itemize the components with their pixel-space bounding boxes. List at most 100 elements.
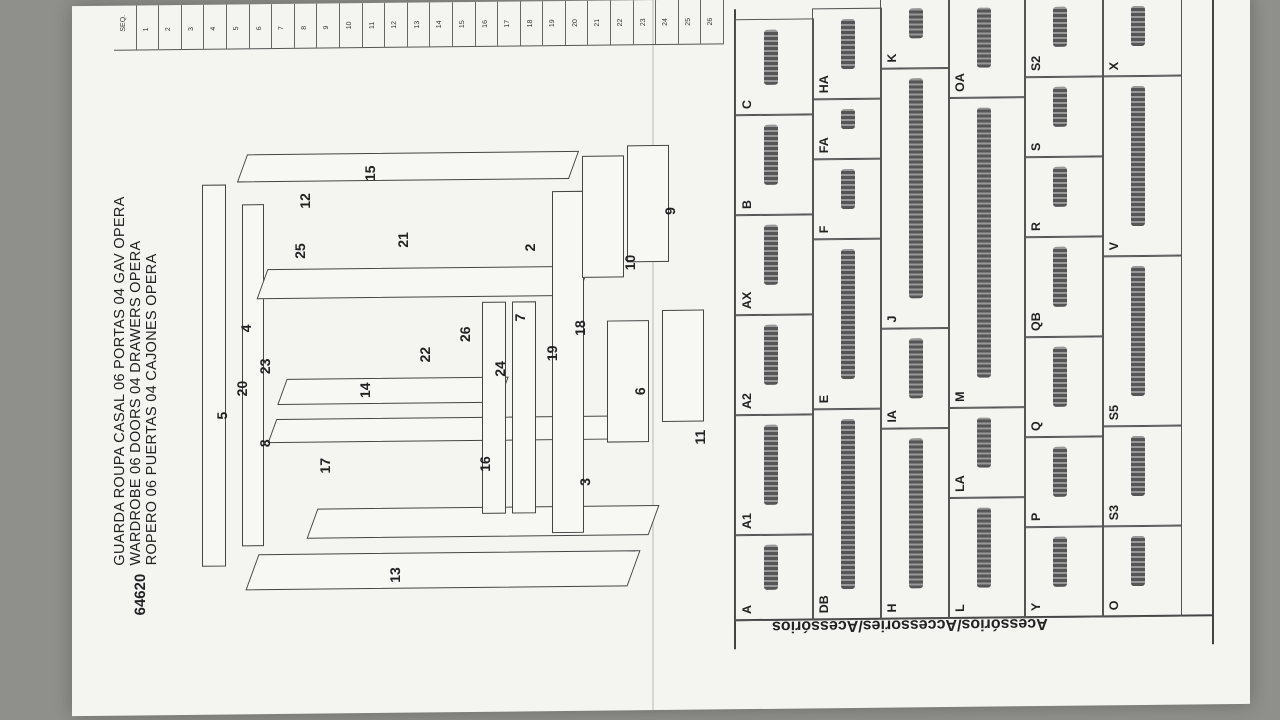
part-label-26: 26 xyxy=(457,326,473,343)
accessory-cell-ia: IA xyxy=(880,326,950,430)
accessory-label: Y xyxy=(1029,602,1043,612)
seq-number: 14 xyxy=(436,20,444,29)
accessory-label: P xyxy=(1029,512,1043,522)
accessory-label: O xyxy=(1107,600,1121,611)
accessory-cell-e: E xyxy=(812,237,882,411)
accessory-cell-p: P xyxy=(1024,435,1104,529)
hardware-icon xyxy=(841,418,855,590)
hardware-icon xyxy=(909,8,923,39)
accessory-cell-o: O xyxy=(1102,524,1182,618)
seq-cell: 13 xyxy=(407,2,431,47)
seq-cell: 20 xyxy=(565,0,589,45)
accessory-label: R xyxy=(1029,221,1043,232)
part-label-8: 8 xyxy=(257,439,273,448)
exploded-diagram: 15 12 25 21 2 10 9 4 26 7 18 22 19 24 20… xyxy=(162,129,742,605)
seq-number: 22 xyxy=(617,18,625,27)
accessory-label: B xyxy=(740,199,754,210)
part-label-5: 5 xyxy=(214,411,230,420)
title-es: ROPERO 06 PUERTAS 04 CAJONES OPERA xyxy=(144,253,160,566)
part-label-25: 25 xyxy=(292,243,308,259)
accessory-label: OA xyxy=(953,73,967,92)
drawer-9 xyxy=(627,144,669,263)
accessory-label: Q xyxy=(1029,421,1043,432)
hardware-icon xyxy=(1053,246,1067,307)
seq-number: 6 xyxy=(255,26,263,31)
seq-cell: 19 xyxy=(543,0,566,46)
part-label-15: 15 xyxy=(362,165,378,182)
accessory-cell-x: X xyxy=(1102,0,1182,78)
accessory-cell-f: F xyxy=(812,157,882,241)
hardware-icon xyxy=(764,29,778,85)
accessory-cell-s2: S2 xyxy=(1024,0,1104,79)
seq-number: 13 xyxy=(413,20,421,29)
accessory-label: M xyxy=(953,391,967,402)
accessory-cell-m: M xyxy=(948,96,1026,409)
seq-number: 21 xyxy=(594,18,602,27)
hardware-icon xyxy=(1053,346,1067,407)
hardware-icon xyxy=(1131,85,1145,227)
seq-number: 2 xyxy=(165,27,173,32)
seq-cell: 14 xyxy=(430,2,453,47)
seq-cell: 26 xyxy=(701,0,725,44)
accessory-label: HA xyxy=(817,75,831,94)
part-label-7: 7 xyxy=(512,313,528,322)
accessory-cell-a: A xyxy=(735,533,814,622)
accessories-frame-right xyxy=(1212,0,1214,645)
accessory-label: A1 xyxy=(740,513,754,530)
seq-number: 25 xyxy=(684,17,692,26)
seq-cell: 2 xyxy=(159,5,182,50)
panel-13 xyxy=(245,550,641,591)
hardware-icon xyxy=(1053,86,1067,127)
seq-cell: 15 xyxy=(452,1,476,47)
product-code: 64620 xyxy=(132,573,149,616)
accessory-label: AX xyxy=(740,291,754,310)
drawer-10 xyxy=(582,155,624,278)
seq-cell: 22 xyxy=(611,0,634,45)
seq-label-cell: SEQ. xyxy=(114,5,137,50)
accessory-label: S2 xyxy=(1029,55,1043,72)
hardware-icon xyxy=(1131,265,1145,397)
hardware-icon xyxy=(841,108,855,130)
hardware-icon xyxy=(977,417,991,468)
hardware-icon xyxy=(909,438,923,589)
panel-7 xyxy=(482,301,506,514)
seq-cell: 16 xyxy=(475,1,499,46)
accessory-cell-c: C xyxy=(735,18,814,117)
drawer-6 xyxy=(607,320,649,443)
panel-14 xyxy=(277,376,509,406)
accessory-cell-s5: S5 xyxy=(1102,254,1182,428)
hardware-icon xyxy=(764,544,778,590)
accessory-label: FA xyxy=(817,137,831,154)
accessory-cell-q: Q xyxy=(1024,335,1104,439)
part-label-4: 4 xyxy=(238,324,254,333)
panel-15 xyxy=(236,150,580,183)
seq-number: 26 xyxy=(707,17,715,26)
accessory-cell-r: R xyxy=(1024,155,1104,239)
accessory-label: E xyxy=(817,394,831,404)
seq-number: 9 xyxy=(323,25,331,30)
seq-number: 3 xyxy=(187,26,195,31)
accessory-label: C xyxy=(740,99,754,110)
accessory-label: A xyxy=(740,604,754,615)
seq-cell: 21 xyxy=(588,0,612,45)
seq-cell: 12 xyxy=(385,2,408,47)
seq-number: 16 xyxy=(481,20,489,28)
seq-number: 12 xyxy=(391,20,399,29)
accessory-cell-a2: A2 xyxy=(735,313,814,417)
accessory-cell-ha: HA xyxy=(812,7,882,101)
accessory-label: LA xyxy=(953,475,967,492)
panel-5 xyxy=(202,184,226,567)
seq-number: 24 xyxy=(662,18,670,26)
accessory-cell-s3: S3 xyxy=(1102,424,1182,528)
seq-number: 5 xyxy=(232,26,240,31)
part-label-22: 22 xyxy=(417,346,433,363)
accessory-label: S5 xyxy=(1107,404,1121,421)
part-label-21: 21 xyxy=(395,232,411,248)
seq-cell: 23 xyxy=(633,0,657,45)
accessory-label: K xyxy=(885,53,899,63)
accessory-cell-h: H xyxy=(880,426,950,620)
hardware-icon xyxy=(909,78,923,299)
seq-label: SEQ. xyxy=(120,14,127,32)
accessory-label: IA xyxy=(885,410,899,423)
